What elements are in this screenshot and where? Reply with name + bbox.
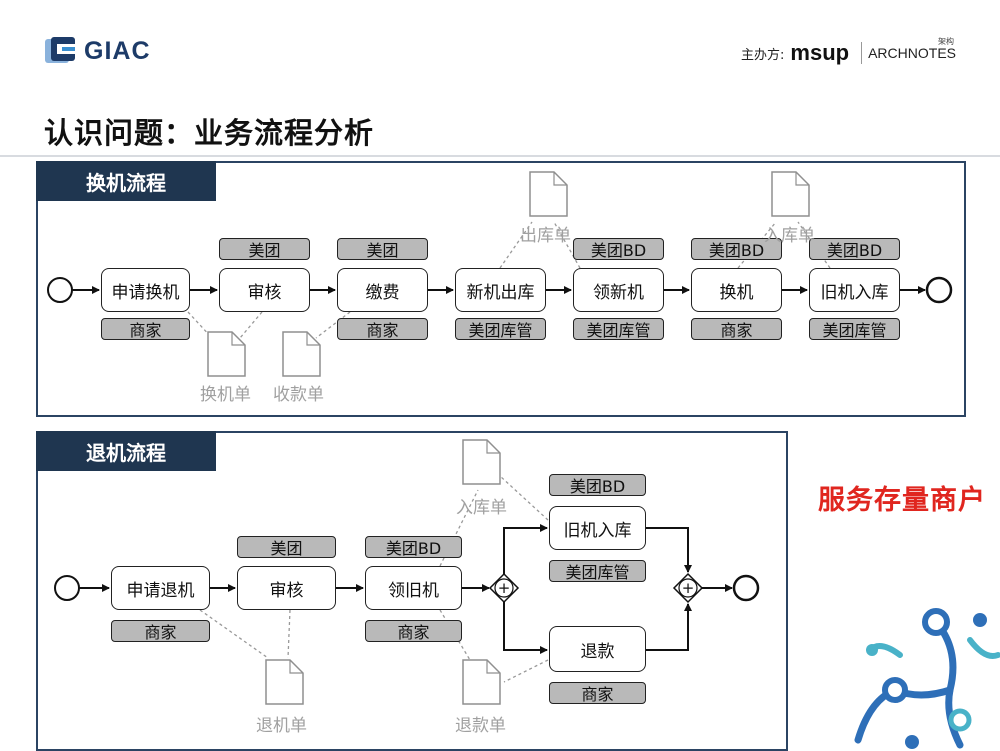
archnotes-small-text: 架构 [938, 37, 954, 46]
sponsor-prefix: 主办方: [741, 47, 785, 63]
return-doc-icon [265, 659, 304, 705]
return-end-event [732, 574, 760, 602]
task-exchange-device: 换机 [691, 268, 782, 312]
outbound-doc-icon [529, 171, 568, 217]
role-label: 商家 [691, 318, 782, 340]
doc-label-return-inbound: 入库单 [456, 498, 507, 518]
doc-label-refund: 退款单 [455, 716, 506, 736]
return-flow-tab: 退机流程 [36, 431, 216, 471]
task-return-review: 审核 [237, 566, 336, 610]
role-label: 商家 [549, 682, 646, 704]
doc-label-payment: 收款单 [273, 385, 324, 405]
page-title: 认识问题：业务流程分析 [44, 116, 375, 150]
role-label: 美团BD [549, 474, 646, 496]
return-inbound-doc-icon [462, 439, 501, 485]
payment-doc-icon [282, 331, 321, 377]
task-pay: 缴费 [337, 268, 428, 312]
role-label: 商家 [337, 318, 428, 340]
role-label: 美团BD [365, 536, 462, 558]
exchange-end-event [925, 276, 953, 304]
giac-logo-icon [45, 37, 75, 63]
doc-label-return: 退机单 [256, 716, 307, 736]
role-label: 美团 [237, 536, 336, 558]
return-arrow-upper-branch [503, 524, 548, 574]
return-assoc-1 [199, 609, 269, 659]
giac-logo-text: GIAC [84, 36, 151, 65]
archnotes-logo: 架构 ARCHNOTES [868, 37, 956, 61]
exchange-assoc-5 [553, 221, 581, 269]
role-label: 美团 [337, 238, 428, 260]
exchange-start-event [47, 277, 73, 303]
exchange-assoc-6 [737, 221, 777, 269]
role-label: 美团库管 [809, 318, 900, 340]
role-label: 美团BD [809, 238, 900, 260]
title-divider [0, 155, 1000, 157]
task-old-device-inbound: 旧机入库 [809, 268, 900, 312]
sponsor-divider [861, 42, 863, 64]
exchange-assoc-2 [239, 311, 263, 339]
exchange-doc-icon [207, 331, 246, 377]
exchange-assoc-3 [315, 311, 351, 339]
doc-label-outbound: 出库单 [520, 226, 571, 246]
task-apply-return: 申请退机 [111, 566, 210, 610]
role-label: 商家 [111, 620, 210, 642]
task-return-old-device-inbound: 旧机入库 [549, 506, 646, 550]
task-refund: 退款 [549, 626, 646, 672]
doc-label-inbound: 入库单 [764, 226, 815, 246]
role-label: 美团库管 [549, 560, 646, 582]
doc-label-exchange: 换机单 [200, 385, 251, 405]
sponsor-block: 主办方: msup 架构 ARCHNOTES [741, 37, 956, 66]
split-gateway: + [488, 572, 520, 604]
exchange-flow-tab: 换机流程 [36, 161, 216, 201]
return-arrow-lower-branch [503, 602, 548, 654]
molecule-decoration-icon [854, 608, 1000, 749]
return-assoc-2 [287, 609, 291, 659]
task-collect-new-device: 领新机 [573, 268, 664, 312]
archnotes-text: ARCHNOTES [868, 45, 956, 61]
role-label: 美团库管 [455, 318, 546, 340]
task-review: 审核 [219, 268, 310, 312]
role-label: 美团 [219, 238, 310, 260]
role-label: 美团BD [573, 238, 664, 260]
role-label: 美团BD [691, 238, 782, 260]
return-assoc-6 [503, 659, 549, 683]
inbound-doc-icon [771, 171, 810, 217]
return-start-event [54, 575, 80, 601]
merge-gateway: + [672, 572, 704, 604]
giac-logo: GIAC [44, 36, 151, 66]
task-new-device-outbound: 新机出库 [455, 268, 546, 312]
return-assoc-5 [439, 609, 471, 661]
task-apply-exchange: 申请换机 [101, 268, 190, 312]
return-arrow-upper-merge [646, 527, 692, 573]
return-arrow-lower-merge [646, 603, 692, 651]
task-collect-old-device: 领旧机 [365, 566, 462, 610]
role-label: 商家 [365, 620, 462, 642]
svg-text:+: + [682, 579, 695, 597]
role-label: 美团库管 [573, 318, 664, 340]
return-assoc-4 [499, 475, 549, 521]
highlight-text: 服务存量商户 [818, 485, 986, 516]
role-label: 商家 [101, 318, 190, 340]
svg-text:+: + [498, 579, 511, 597]
refund-doc-icon [462, 659, 501, 705]
msup-logo: msup [790, 40, 850, 65]
